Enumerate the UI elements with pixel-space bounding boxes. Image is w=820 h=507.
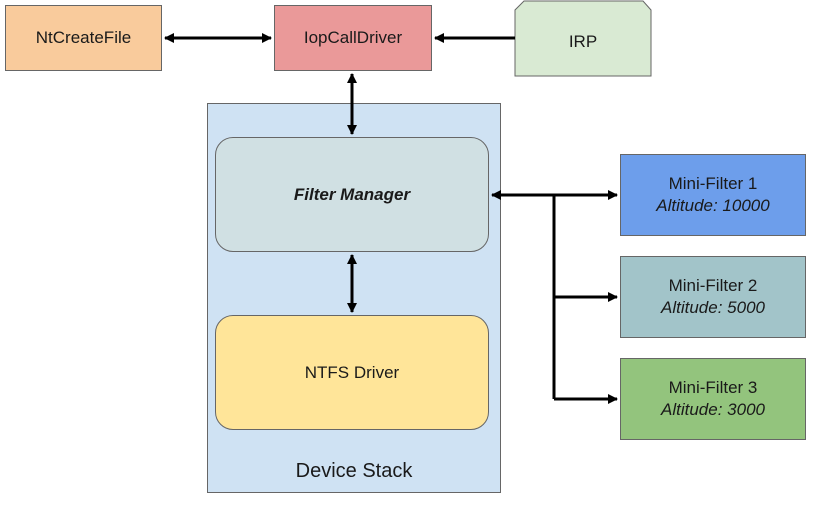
filter-manager-label: Filter Manager (293, 184, 411, 204)
mini-filter-1-name: Mini-Filter 1 (668, 174, 758, 193)
irp-node-shape (514, 0, 652, 77)
mini-filter-1-altitude: Altitude: 10000 (656, 196, 770, 215)
ntfs-driver-node: NTFS Driver (215, 315, 489, 430)
irp-label: IRP (568, 32, 598, 51)
ntfs-driver-label: NTFS Driver (304, 362, 400, 382)
mini-filter-3-altitude: Altitude: 3000 (661, 400, 765, 419)
mini-filter-2-name: Mini-Filter 2 (668, 276, 758, 295)
mini-filter-3-node: Mini-Filter 3 Altitude: 3000 (620, 358, 806, 440)
iopcalldriver-label: IopCallDriver (303, 28, 403, 47)
device-stack-label: Device Stack (295, 460, 413, 482)
mini-filter-1-node: Mini-Filter 1 Altitude: 10000 (620, 154, 806, 236)
ntcreatefile-label: NtCreateFile (35, 28, 132, 47)
mini-filter-2-node: Mini-Filter 2 Altitude: 5000 (620, 256, 806, 338)
mini-filter-3-name: Mini-Filter 3 (668, 378, 758, 397)
mini-filter-2-altitude: Altitude: 5000 (661, 298, 765, 317)
filter-manager-node: Filter Manager (215, 137, 489, 252)
iopcalldriver-node: IopCallDriver (274, 5, 432, 71)
ntcreatefile-node: NtCreateFile (5, 5, 162, 71)
